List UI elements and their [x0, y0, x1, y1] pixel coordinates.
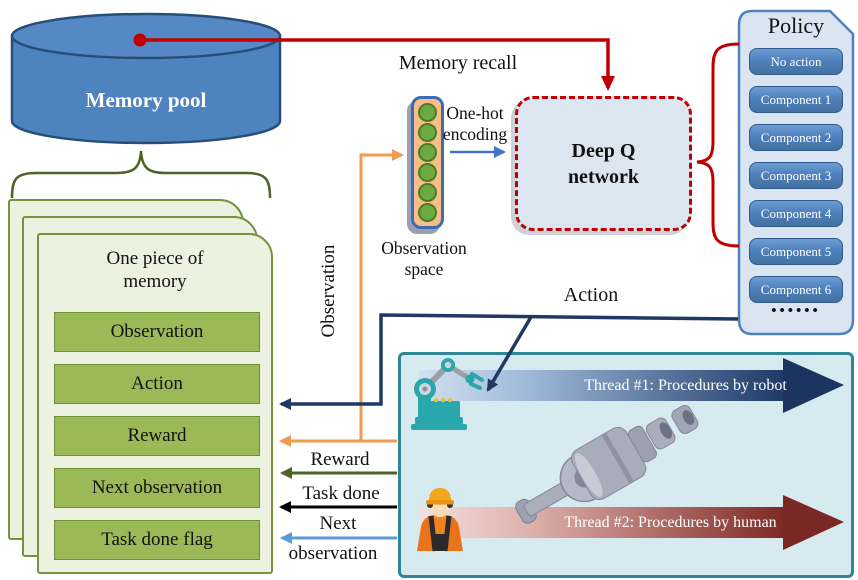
observation-cell	[418, 103, 437, 122]
observation-space-box	[411, 96, 444, 229]
memory-card-front: One piece of memory Observation Action R…	[37, 233, 273, 574]
deep-q-network-box: Deep Q network	[515, 96, 692, 231]
observation-cell	[418, 183, 437, 202]
memory-row-action: Action	[54, 364, 260, 404]
memory-card-title: One piece of memory	[106, 248, 204, 292]
policy-item-component-1: Component 1	[749, 86, 843, 113]
worker-icon	[417, 488, 463, 552]
next-observation-flow-label-line2: observation	[288, 543, 378, 564]
memory-row-next-observation: Next observation	[54, 468, 260, 508]
assembly-part-icon	[515, 404, 699, 524]
memory-row-observation: Observation	[54, 312, 260, 352]
policy-title: Policy	[767, 13, 825, 38]
policy-ellipsis: ••••••	[771, 303, 821, 319]
policy-item-component-5: Component 5	[749, 238, 843, 265]
environment-panel: Thread #1: Procedures by robot Thread #2…	[398, 352, 854, 578]
policy-item-component-2: Component 2	[749, 124, 843, 151]
one-hot-encoding-label: One-hot encoding	[442, 103, 508, 144]
memory-row-reward: Reward	[54, 416, 260, 456]
reward-flow-label: Reward	[310, 449, 370, 470]
memory-row-task-done-flag: Task done flag	[54, 520, 260, 560]
observation-cell	[418, 123, 437, 142]
observation-flow-label: Observation	[318, 244, 339, 338]
policy-item-component-6: Component 6	[749, 276, 843, 303]
action-flow-label: Action	[563, 284, 619, 306]
observation-cell	[418, 163, 437, 182]
thread1-label: Thread #1: Procedures by robot	[584, 377, 787, 394]
memory-pool-cylinder-icon	[10, 12, 282, 145]
thread2-arrow	[419, 495, 844, 550]
policy-item-component-4: Component 4	[749, 200, 843, 227]
policy-item-no-action: No action	[749, 48, 843, 75]
thread2-label: Thread #2: Procedures by human	[564, 514, 777, 531]
observation-space-label: Observation space	[381, 238, 467, 279]
observation-cell	[418, 203, 437, 222]
task-done-flow-label: Task done	[302, 483, 380, 504]
memory-pool-label: Memory pool	[85, 88, 207, 112]
next-observation-flow-label-line1: Next	[319, 513, 357, 534]
memory-recall-label: Memory recall	[398, 52, 518, 74]
policy-item-component-3: Component 3	[749, 162, 843, 189]
observation-cell	[418, 143, 437, 162]
memory-pool-brace	[10, 150, 272, 199]
